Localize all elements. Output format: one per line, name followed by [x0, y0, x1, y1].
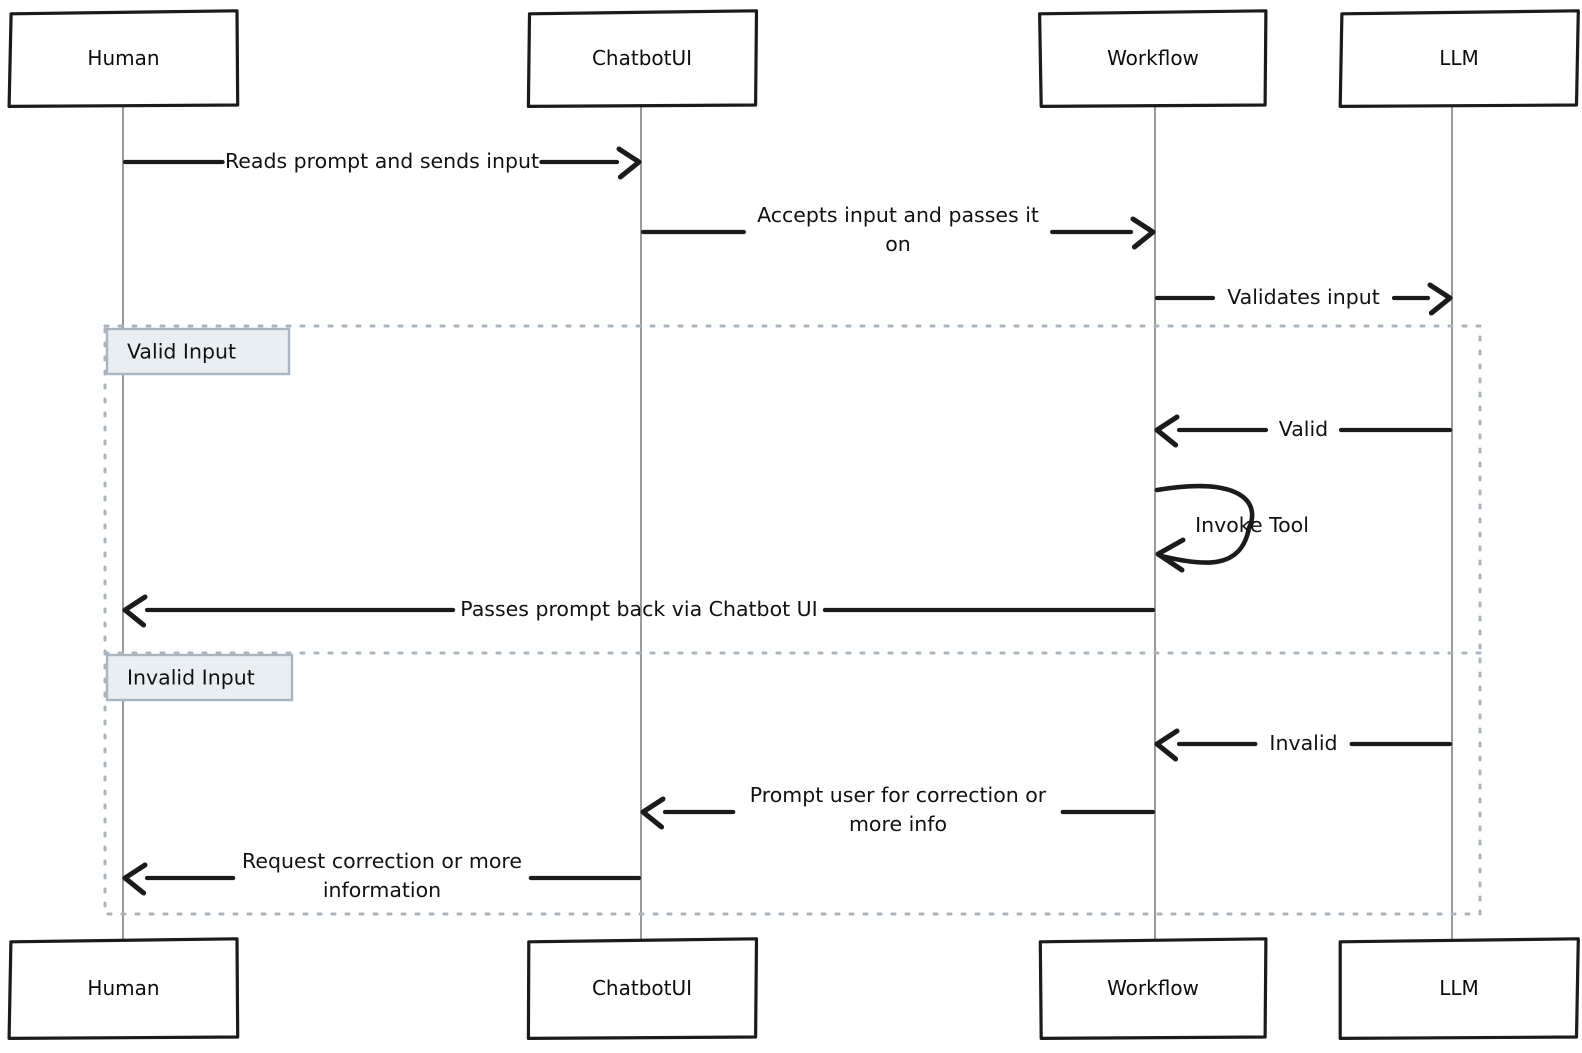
participant-label-human-top: Human	[87, 46, 159, 70]
self-loop-arrowhead	[1155, 537, 1186, 573]
participant-label-chatbotui-top: ChatbotUI	[592, 46, 692, 70]
message-label-m7: Invalid	[1269, 731, 1337, 755]
message-arrowhead	[122, 862, 148, 896]
participant-box-chatbotui-top	[526, 9, 759, 108]
message-arrowhead	[122, 594, 148, 628]
message-arrowhead	[1427, 282, 1453, 316]
message-m6: Passes prompt back via Chatbot UI	[122, 594, 1156, 628]
participant-label-llm-bottom: LLM	[1439, 976, 1479, 1000]
message-label2-m9: information	[323, 878, 441, 902]
message-label-m2: Accepts input and passes it	[757, 203, 1039, 227]
message-arrowhead	[1130, 216, 1156, 250]
message-m3: Validates input	[1154, 282, 1453, 316]
participant-label-chatbotui-bottom: ChatbotUI	[592, 976, 692, 1000]
message-m9: Request correction or more information	[122, 849, 642, 902]
message-arrowhead	[1154, 728, 1180, 762]
participant-box-human-top	[7, 9, 240, 108]
message-m1: Reads prompt and sends input	[122, 146, 642, 180]
message-label-m8: Prompt user for correction or	[750, 783, 1047, 807]
message-label-m9: Request correction or more	[242, 849, 522, 873]
message-label-m5: Invoke Tool	[1195, 513, 1309, 537]
fragment-tag-label-invalid: Invalid Input	[127, 666, 255, 690]
message-m2: Accepts input and passes it on	[640, 203, 1156, 256]
participant-label-human-bottom: Human	[87, 976, 159, 1000]
participant-box-human-bottom	[7, 937, 240, 1040]
participant-box-llm-bottom	[1338, 937, 1580, 1040]
message-arrowhead	[616, 146, 642, 180]
message-m4: Valid	[1154, 414, 1453, 448]
participant-box-llm-top	[1338, 9, 1580, 108]
participant-box-workflow-top	[1038, 9, 1268, 108]
fragment-tag-label-valid: Valid Input	[127, 340, 236, 364]
participant-label-llm-top: LLM	[1439, 46, 1479, 70]
participant-box-chatbotui-bottom	[526, 937, 759, 1040]
participant-label-workflow-top: Workflow	[1107, 46, 1199, 70]
message-arrowhead	[640, 796, 666, 830]
message-label2-m2: on	[885, 232, 911, 256]
participant-label-workflow-bottom: Workflow	[1107, 976, 1199, 1000]
alt-fragment-border	[103, 324, 1482, 916]
message-label-m4: Valid	[1279, 417, 1328, 441]
message-label-m6: Passes prompt back via Chatbot UI	[460, 597, 817, 621]
message-label2-m8: more info	[849, 812, 947, 836]
message-label-m1: Reads prompt and sends input	[225, 149, 539, 173]
fragment-tag-box-valid	[105, 327, 291, 376]
message-m8: Prompt user for correction or more info	[640, 783, 1156, 836]
message-arrowhead	[1154, 414, 1180, 448]
participant-box-workflow-bottom	[1038, 937, 1268, 1040]
self-loop-path	[1154, 483, 1255, 565]
message-m5: Invoke Tool	[1154, 483, 1309, 573]
fragment-tag-box-invalid	[105, 653, 294, 702]
message-label-m3: Validates input	[1227, 285, 1380, 309]
message-m7: Invalid	[1154, 728, 1453, 762]
